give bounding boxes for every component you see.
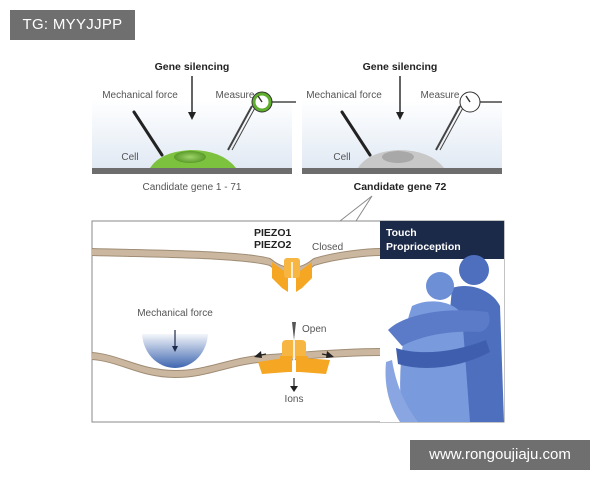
measure-electrode [435, 105, 461, 151]
touch-label: Touch [386, 227, 417, 239]
experiment-panel-2: Gene silencing Mechanical force Measure … [302, 61, 502, 193]
measure-label: Measure [216, 90, 255, 101]
experiment-panel-1: Gene silencing Mechanical force Measure … [92, 61, 296, 193]
candidate-gene-1-71-caption: Candidate gene 1 - 71 [143, 182, 242, 193]
force-probe [340, 110, 372, 157]
piezo2-label: PIEZO2 [254, 239, 292, 251]
watermark-top: TG: MYYJJPP [10, 10, 135, 40]
candidate-gene-72-caption: Candidate gene 72 [354, 181, 447, 193]
piezo1-label: PIEZO1 [254, 227, 292, 239]
measure-electrode [227, 105, 253, 151]
tension-arrow-right [326, 351, 334, 358]
touch-proprioception-banner [380, 221, 504, 259]
cell-nucleus [174, 151, 206, 163]
cell-label: Cell [333, 152, 350, 163]
force-probe [132, 110, 164, 157]
culture-dish [92, 168, 292, 174]
proprioception-label: Proprioception [386, 241, 461, 253]
piezo-channel-open [258, 322, 330, 392]
mechanical-force-label: Mechanical force [102, 90, 178, 101]
gene-silencing-title: Gene silencing [363, 61, 438, 73]
closed-label: Closed [312, 242, 343, 253]
piezo-detail-box: PIEZO1 PIEZO2 Closed Mechanical force [91, 220, 505, 423]
ions-label: Ions [285, 394, 304, 405]
mechanical-force-label: Mechanical force [306, 90, 382, 101]
tension-arrow-left [254, 351, 262, 358]
piezo-channel-closed [272, 258, 312, 292]
watermark-bottom: www.rongoujiaju.com [410, 440, 590, 470]
hugging-people-illustration [380, 255, 504, 422]
gene-silencing-title: Gene silencing [155, 61, 230, 73]
cell-label: Cell [121, 152, 138, 163]
culture-dish [302, 168, 502, 174]
cell-nucleus [382, 151, 414, 163]
mechanical-force-label: Mechanical force [137, 308, 213, 319]
callout-pointer [339, 195, 373, 222]
open-label: Open [302, 324, 326, 335]
measure-label: Measure [421, 90, 460, 101]
